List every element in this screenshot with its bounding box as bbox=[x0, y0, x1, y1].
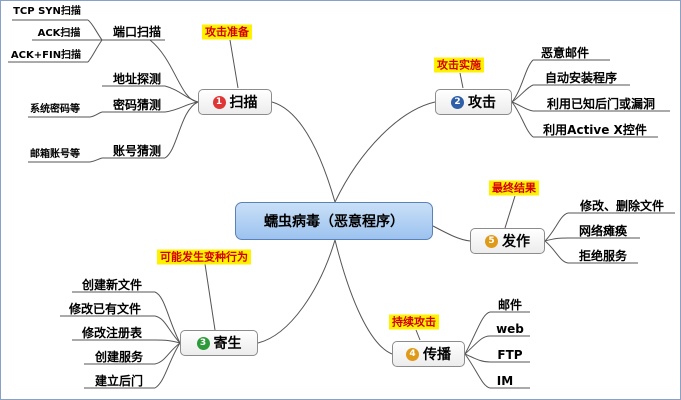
result-item-1[interactable]: 修改、删除文件 bbox=[579, 199, 665, 213]
node-scan-label: 扫描 bbox=[229, 95, 258, 111]
node-spread-label: 传播 bbox=[423, 347, 451, 363]
parasite-item-3[interactable]: 修改注册表 bbox=[81, 326, 143, 340]
attack-item-3[interactable]: 利用已知后门或漏洞 bbox=[546, 97, 656, 111]
account-guess-sub[interactable]: 邮箱账号等 bbox=[30, 149, 80, 160]
node-scan[interactable]: 1 扫描 bbox=[198, 89, 272, 115]
parasite-tag: 可能发生变种行为 bbox=[157, 249, 251, 265]
scan-item-password-guess[interactable]: 密码猜测 bbox=[112, 98, 162, 112]
spread-item-4[interactable]: IM bbox=[496, 374, 514, 388]
number-3-icon: 3 bbox=[196, 336, 210, 350]
parasite-item-5[interactable]: 建立后门 bbox=[94, 374, 144, 388]
spread-item-2[interactable]: web bbox=[496, 322, 524, 336]
result-tag: 最终结果 bbox=[489, 180, 539, 196]
parasite-item-4[interactable]: 创建服务 bbox=[94, 350, 144, 364]
node-parasite[interactable]: 3 寄生 bbox=[180, 330, 258, 356]
spread-item-1[interactable]: 邮件 bbox=[497, 298, 523, 312]
port-scan-sub-tcp-syn[interactable]: TCP SYN扫描 bbox=[13, 6, 81, 17]
number-1-icon: 1 bbox=[212, 95, 226, 109]
number-2-icon: 2 bbox=[451, 95, 464, 109]
scan-tag: 攻击准备 bbox=[202, 24, 252, 40]
scan-item-address-probe[interactable]: 地址探测 bbox=[112, 72, 162, 86]
node-attack[interactable]: 2 攻击 bbox=[435, 89, 512, 115]
number-5-icon: 5 bbox=[485, 234, 498, 248]
port-scan-sub-ack-fin[interactable]: ACK+FIN扫描 bbox=[10, 50, 82, 61]
node-result-label: 发作 bbox=[502, 234, 530, 250]
attack-item-1[interactable]: 恶意邮件 bbox=[540, 46, 590, 60]
spread-tag: 持续攻击 bbox=[389, 314, 439, 330]
result-item-2[interactable]: 网络瘫痪 bbox=[578, 224, 628, 238]
scan-item-port-scan[interactable]: 端口扫描 bbox=[112, 25, 162, 39]
central-topic[interactable]: 蠕虫病毒（恶意程序） bbox=[235, 202, 433, 240]
node-spread[interactable]: 4 传播 bbox=[392, 341, 465, 367]
attack-item-2[interactable]: 自动安装程序 bbox=[544, 71, 618, 85]
node-result[interactable]: 5 发作 bbox=[470, 228, 545, 254]
result-item-3[interactable]: 拒绝服务 bbox=[578, 249, 628, 263]
attack-tag: 攻击实施 bbox=[434, 57, 484, 73]
port-scan-sub-ack[interactable]: ACK扫描 bbox=[37, 28, 81, 39]
password-guess-sub[interactable]: 系统密码等 bbox=[30, 104, 80, 115]
number-4-icon: 4 bbox=[406, 347, 419, 361]
spread-item-3[interactable]: FTP bbox=[497, 348, 523, 362]
node-attack-label: 攻击 bbox=[468, 95, 496, 111]
parasite-item-2[interactable]: 修改已有文件 bbox=[68, 302, 142, 316]
attack-item-4[interactable]: 利用Active X控件 bbox=[543, 123, 647, 137]
node-parasite-label: 寄生 bbox=[213, 336, 242, 352]
parasite-item-1[interactable]: 创建新文件 bbox=[81, 278, 143, 292]
scan-item-account-guess[interactable]: 账号猜测 bbox=[112, 144, 162, 158]
